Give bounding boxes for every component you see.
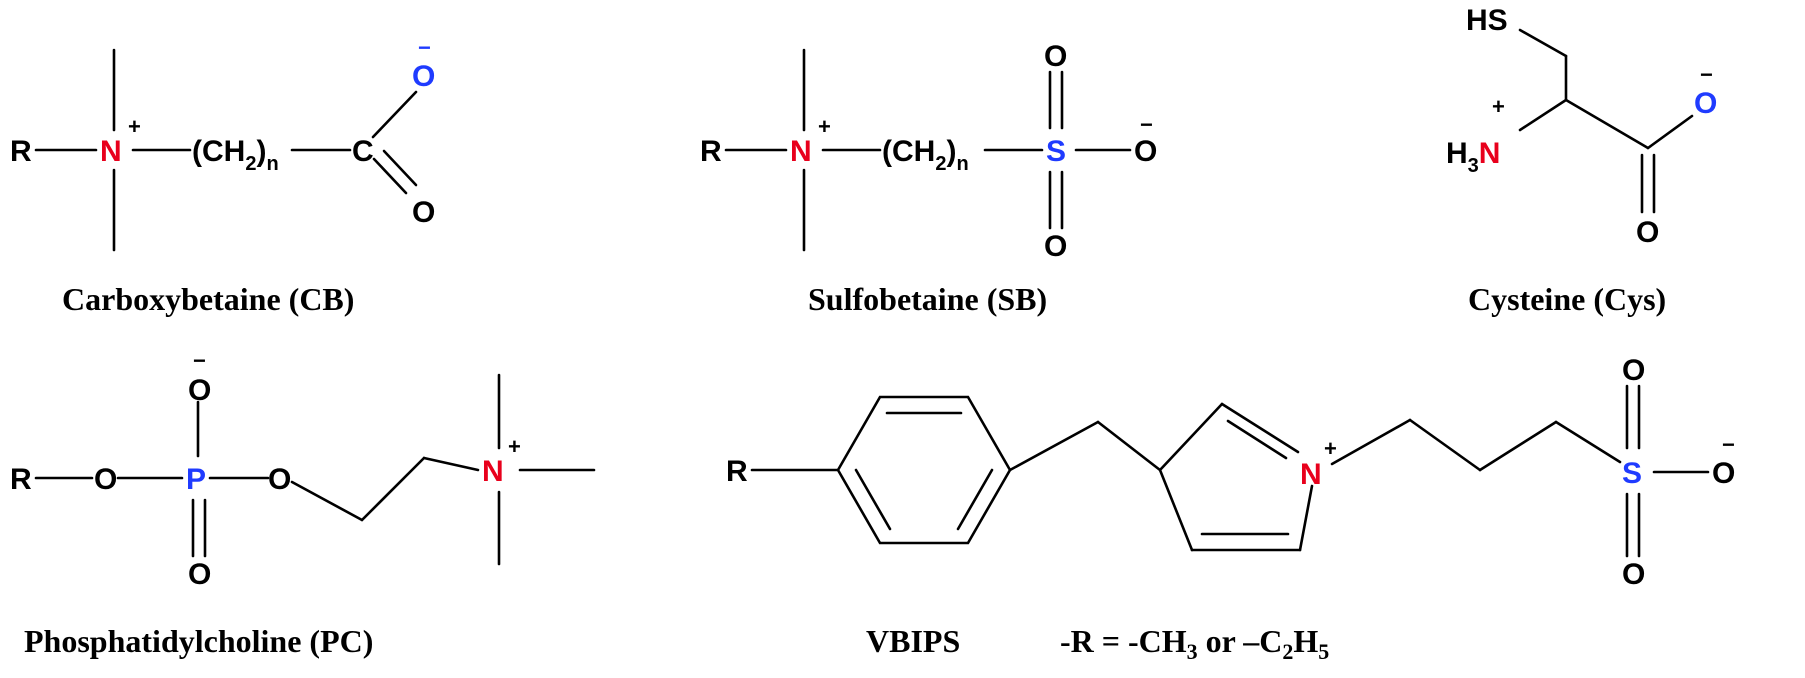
bond <box>382 149 418 187</box>
hydrogen-subscript: 3 <box>1468 155 1479 177</box>
phosphatidylcholine-caption: Phosphatidylcholine (PC) <box>24 623 373 659</box>
imidazolium-nitrogen: N <box>1300 458 1322 491</box>
sulfur-atom: S <box>1622 457 1642 490</box>
nitrogen-atom: N <box>482 455 504 488</box>
chain-open: (CH <box>192 135 245 168</box>
carboxybetaine-caption: Carboxybetaine (CB) <box>62 281 354 317</box>
ammonium-group: H3N <box>1446 137 1500 177</box>
oxygen-atom: O <box>1636 216 1659 249</box>
r-group-label: R <box>726 455 748 488</box>
oxygen-atom: O <box>412 196 435 229</box>
plus-charge: + <box>1324 436 1337 461</box>
minus-charge: − <box>418 35 431 60</box>
minus-charge: − <box>1700 62 1713 87</box>
bond <box>1220 402 1300 454</box>
methylene-chain: (CH2)n <box>882 135 969 175</box>
bond <box>290 480 364 522</box>
chain-close: ) <box>946 135 956 168</box>
sulfobetaine-caption: Sulfobetaine (SB) <box>808 281 1047 317</box>
carboxybetaine-structure: R N + (CH2)n C O − O Carboxybetaine (CB) <box>10 35 435 317</box>
methylene-chain: (CH2)n <box>192 135 279 175</box>
bond <box>1096 420 1162 472</box>
sulfur-atom: S <box>1046 135 1066 168</box>
plus-charge: + <box>508 434 521 459</box>
bond <box>1158 402 1224 472</box>
chain-open: (CH <box>882 135 935 168</box>
bond <box>1226 419 1288 460</box>
bond <box>1554 420 1622 464</box>
r-group-label: R <box>10 463 32 496</box>
bond <box>1008 420 1100 472</box>
nitrogen-atom: N <box>1479 137 1501 170</box>
chain-repeat-n: n <box>266 153 278 175</box>
carbon-atom: C <box>352 135 374 168</box>
footnote-middle: or –C <box>1198 623 1283 659</box>
sulfobetaine-structure: R N + (CH2)n S O O − O Sulfobetaine (SB) <box>700 40 1157 317</box>
benzene-ring <box>836 395 1012 545</box>
bond <box>360 456 426 522</box>
plus-charge: + <box>818 114 831 139</box>
chain-close: ) <box>256 135 266 168</box>
thiol-group: HS <box>1466 4 1508 37</box>
bond <box>1518 98 1568 132</box>
footnote-sub-5: 5 <box>1318 639 1329 664</box>
aromatic-bond <box>854 468 892 531</box>
phosphorus-atom: P <box>186 463 206 496</box>
chain-repeat-n: n <box>956 153 968 175</box>
ester-oxygen: O <box>94 463 117 496</box>
oxygen-anion: O <box>188 374 211 407</box>
chain-subscript: 2 <box>245 153 256 175</box>
oxygen-atom-top: O <box>1622 354 1645 387</box>
footnote-prefix: -R = -CH <box>1060 623 1187 659</box>
nitrogen-atom: N <box>100 135 122 168</box>
phosphatidylcholine-structure: R O P O O − O N + Phosphatidylcholine (P… <box>10 348 596 659</box>
vbips-caption: VBIPS <box>866 623 960 659</box>
footnote-sub-2: 2 <box>1282 639 1293 664</box>
vbips-structure: R N + S O O − O VBIPS -R = -CH3 or –C2H5 <box>726 354 1735 664</box>
cysteine-caption: Cysteine (Cys) <box>1468 281 1666 317</box>
chain-subscript: 2 <box>935 153 946 175</box>
minus-charge: − <box>1140 112 1153 137</box>
hydrogen-label: H <box>1446 137 1468 170</box>
bond <box>1330 418 1412 466</box>
plus-charge: + <box>128 114 141 139</box>
oxygen-anion: O <box>412 60 435 93</box>
aromatic-bond <box>956 468 994 531</box>
bond <box>1408 418 1482 472</box>
minus-charge: − <box>1722 432 1735 457</box>
oxygen-atom-bottom: O <box>1622 558 1645 591</box>
bond <box>1518 28 1568 58</box>
ester-oxygen: O <box>268 463 291 496</box>
footnote-sub-3: 3 <box>1187 639 1198 664</box>
oxygen-anion: O <box>1694 87 1717 120</box>
bond <box>1646 114 1694 150</box>
oxygen-atom-bottom: O <box>1044 230 1067 263</box>
r-group-footnote: -R = -CH3 or –C2H5 <box>1060 623 1329 664</box>
minus-charge: − <box>193 348 206 373</box>
cysteine-structure: HS H3N + O − O Cysteine (Cys) <box>1446 4 1717 317</box>
bond <box>1478 420 1558 472</box>
oxygen-atom-top: O <box>1044 40 1067 73</box>
bond <box>1564 98 1650 150</box>
bond <box>371 90 418 139</box>
oxygen-anion: O <box>1712 457 1735 490</box>
oxygen-anion: O <box>1134 135 1157 168</box>
bond <box>1158 468 1194 552</box>
r-group-label: R <box>700 135 722 168</box>
r-group-label: R <box>10 135 32 168</box>
oxygen-atom: O <box>188 558 211 591</box>
bond <box>372 157 408 195</box>
bond <box>1298 484 1314 552</box>
plus-charge: + <box>1492 94 1505 119</box>
nitrogen-atom: N <box>790 135 812 168</box>
bond <box>422 456 480 472</box>
footnote-h: H <box>1293 623 1318 659</box>
